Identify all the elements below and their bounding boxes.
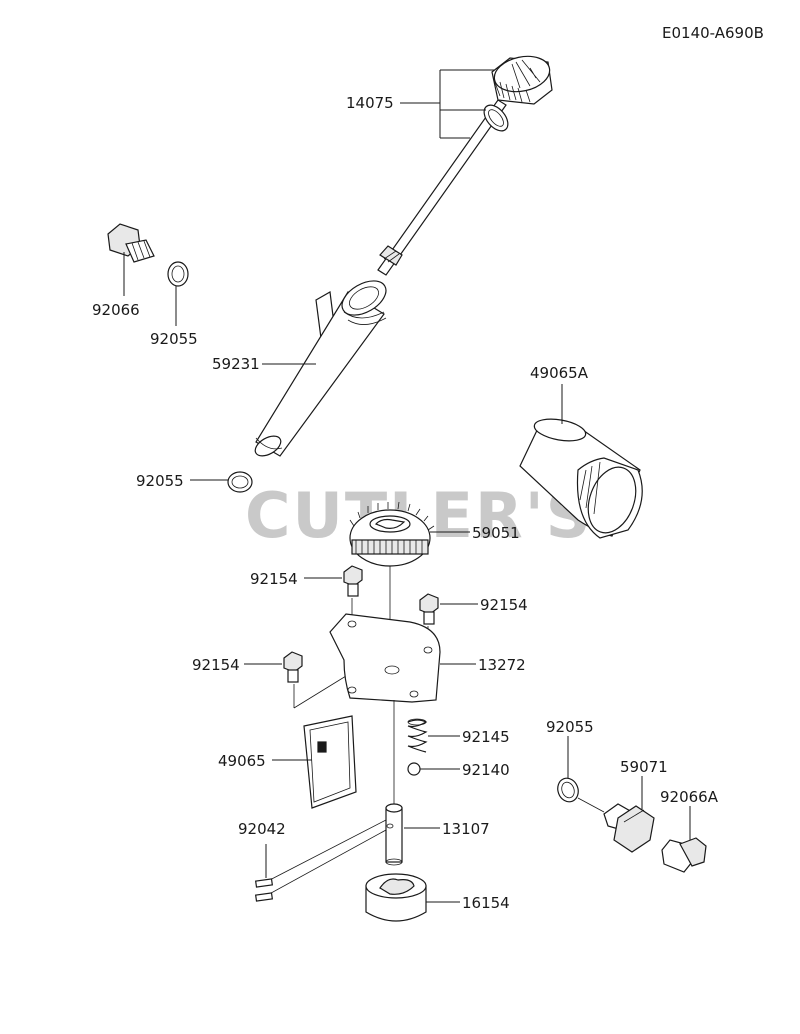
label-14075: 14075 — [346, 94, 394, 112]
label-49065A: 49065A — [530, 364, 589, 382]
guide-line — [293, 675, 347, 709]
spring-92145[interactable] — [407, 718, 428, 753]
washer-92055-mid[interactable] — [227, 471, 253, 493]
ball-92140[interactable] — [407, 762, 421, 776]
label-92145: 92145 — [462, 728, 510, 746]
label-92042: 92042 — [238, 820, 286, 838]
screen-49065[interactable] — [303, 715, 357, 809]
label-92154-right: 92154 — [480, 596, 528, 614]
label-92055-mid: 92055 — [136, 472, 184, 490]
drain-plug-92066[interactable] — [107, 223, 155, 263]
plug-92066A[interactable] — [661, 837, 707, 873]
shaft-13107[interactable] — [385, 803, 403, 866]
oil-filter-49065A[interactable] — [519, 416, 644, 540]
label-13107: 13107 — [442, 820, 490, 838]
label-92066: 92066 — [92, 301, 140, 319]
rotor-16154[interactable] — [365, 873, 427, 922]
leader-14075 — [400, 69, 494, 139]
bolt-92154-left-top[interactable] — [343, 565, 363, 597]
guide-line — [577, 797, 605, 813]
bolt-92154-left-bottom[interactable] — [283, 651, 303, 683]
label-59231: 59231 — [212, 355, 260, 373]
label-13272: 13272 — [478, 656, 526, 674]
label-59071: 59071 — [620, 758, 668, 776]
bolt-92154-right[interactable] — [419, 593, 439, 625]
pins-92042[interactable] — [254, 819, 387, 902]
label-92154-left-bottom: 92154 — [192, 656, 240, 674]
label-92154-left-top: 92154 — [250, 570, 298, 588]
dipstick-part[interactable] — [377, 52, 553, 276]
label-49065: 49065 — [218, 752, 266, 770]
plug-59071[interactable] — [603, 803, 655, 853]
pump-cover-13272[interactable] — [329, 613, 441, 703]
filler-tube-59231[interactable] — [252, 274, 392, 460]
diagram-code: E0140-A690B — [662, 24, 764, 42]
label-92055-top: 92055 — [150, 330, 198, 348]
label-92055-right: 92055 — [546, 718, 594, 736]
gear-59051[interactable] — [349, 501, 435, 567]
label-92140: 92140 — [462, 761, 510, 779]
label-59051: 59051 — [472, 524, 520, 542]
washer-92055-top[interactable] — [167, 261, 189, 287]
label-16154: 16154 — [462, 894, 510, 912]
washer-92055-right[interactable] — [554, 775, 581, 804]
label-92066A: 92066A — [660, 788, 719, 806]
